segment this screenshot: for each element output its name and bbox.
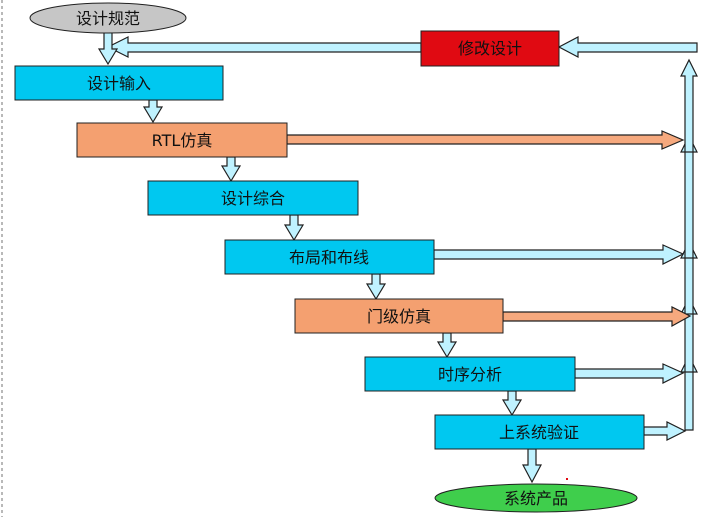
rtl-sim-to-trunk-arrow [286,130,685,150]
feedback-trunk [680,58,698,431]
node-synthesis: 设计综合 [147,180,359,216]
spec-label: 设计规范 [76,9,140,28]
place-to-gate-arrow [365,273,387,301]
timing-to-trunk-arrow [574,363,685,384]
input-box [14,65,224,101]
node-gate-sim: 门级仿真 [294,298,504,334]
input-to-rtl-arrow [142,99,164,124]
spec-ellipse [29,2,187,34]
board-verify-label: 上系统验证 [499,423,579,442]
board-verify-box [434,414,645,450]
rtl-to-synthesis-arrow [220,156,242,183]
timing-box [364,356,576,392]
product-ellipse [434,483,638,513]
node-timing: 时序分析 [364,356,576,392]
timing-to-verify-arrow [501,390,523,417]
modify-box [420,30,560,67]
gate-sim-label: 门级仿真 [367,307,431,326]
gate-to-timing-arrow [436,332,458,359]
feedback-to-modify-arrow [557,36,698,58]
synthesis-to-place-arrow [283,214,305,242]
synthesis-label: 设计综合 [221,189,285,208]
place-route-label: 布局和布线 [289,248,369,267]
place-route-box [224,239,435,275]
trunk-arrow-4 [680,134,698,259]
node-product: 系统产品 [434,483,638,513]
node-spec: 设计规范 [29,2,187,34]
product-label: 系统产品 [504,489,568,508]
place-route-to-trunk-arrow [433,244,685,265]
left-dotted-border [1,0,3,517]
trunk-arrow-5 [680,58,698,153]
node-place-route: 布局和布线 [224,239,435,275]
gate-sim-box [294,298,504,334]
rtl-sim-box [76,122,288,158]
input-label: 设计输入 [87,74,151,93]
synthesis-box [147,180,359,216]
node-rtl-sim: RTL仿真 [76,122,288,158]
node-modify: 修改设计 [420,30,560,67]
red-speck [566,478,568,480]
verify-to-trunk-arrow [643,421,687,441]
modify-label: 修改设计 [458,39,522,58]
timing-label: 时序分析 [438,365,502,384]
node-input: 设计输入 [14,65,224,101]
modify-to-input-arrow [106,36,422,58]
verify-to-product-arrow [522,448,542,484]
node-board-verify: 上系统验证 [434,414,645,450]
rtl-sim-label: RTL仿真 [152,131,213,150]
gate-sim-to-trunk-arrow [502,306,692,328]
